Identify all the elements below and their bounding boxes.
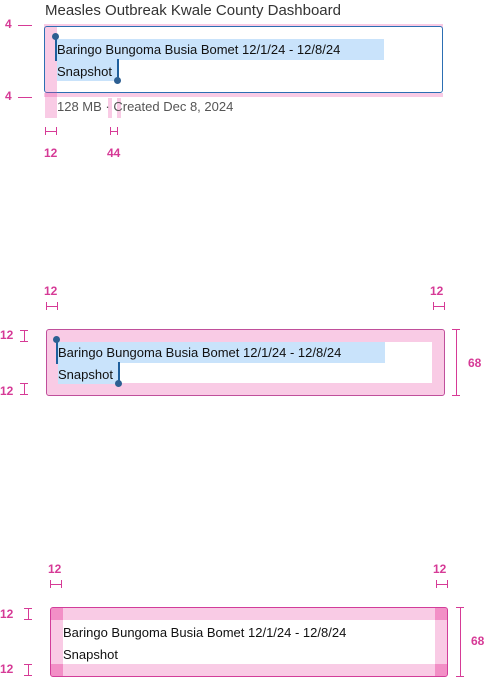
selection-start-handle[interactable] (53, 336, 60, 343)
left-padding-marker (45, 127, 57, 135)
padding-corner (435, 608, 447, 620)
height-label: 68 (471, 634, 485, 648)
page-title: Measles Outbreak Kwale County Dashboard (45, 2, 341, 19)
right-padding-marker (436, 580, 448, 588)
top-padding-label: 12 (0, 607, 14, 621)
selection-end-caret[interactable] (118, 362, 120, 383)
gap-highlight (117, 98, 121, 118)
bottom-padding-highlight (44, 93, 443, 97)
padding-corner (435, 664, 447, 676)
file-meta: 128 MB · Created Dec 8, 2024 (57, 99, 234, 114)
right-padding-label: 12 (433, 562, 447, 576)
padding-highlight-bottom (51, 664, 447, 676)
selection-end-handle[interactable] (115, 380, 122, 387)
left-padding-marker (50, 580, 62, 588)
height-label: 68 (468, 356, 482, 370)
padding-highlight-right (432, 342, 444, 383)
top-padding-label: 12 (0, 328, 14, 342)
left-padding-marker (46, 302, 58, 310)
height-marker (456, 607, 464, 677)
bottom-padding-marker (20, 383, 28, 395)
selection-start-caret[interactable] (55, 37, 57, 61)
height-marker (452, 329, 460, 396)
bottom-padding-marker (24, 664, 32, 676)
gap-marker (110, 127, 118, 135)
title-line-2[interactable]: Snapshot (57, 64, 112, 79)
text-selection (57, 60, 118, 81)
text-selection (58, 363, 119, 384)
left-padding-label: 12 (48, 562, 62, 576)
padding-highlight-right (435, 620, 447, 664)
gap-label: 44 (107, 146, 121, 160)
left-padding-highlight (45, 27, 57, 118)
selection-end-caret[interactable] (117, 59, 119, 80)
title-line-2: Snapshot (63, 647, 118, 662)
right-padding-marker (433, 302, 445, 310)
padding-corner (51, 608, 63, 620)
selection-start-caret[interactable] (56, 340, 58, 364)
bottom-gap-marker (18, 97, 32, 98)
selection-start-handle[interactable] (52, 33, 59, 40)
title-line-1[interactable]: Baringo Bungoma Busia Bomet 12/1/24 - 12… (58, 345, 342, 360)
padding-highlight-top (51, 608, 447, 620)
left-padding-label: 12 (44, 284, 58, 298)
top-padding-marker (24, 608, 32, 620)
top-gap-marker (18, 25, 32, 26)
left-padding-label: 12 (44, 146, 58, 160)
static-text-padded (50, 607, 448, 677)
top-padding-marker (20, 330, 28, 342)
title-line-1: Baringo Bungoma Busia Bomet 12/1/24 - 12… (63, 625, 347, 640)
text-selection (57, 39, 384, 60)
padding-highlight-left (51, 620, 63, 664)
selection-end-handle[interactable] (114, 77, 121, 84)
padding-highlight-top (47, 330, 444, 342)
title-line-1[interactable]: Baringo Bungoma Busia Bomet 12/1/24 - 12… (57, 42, 341, 57)
bottom-gap-label: 4 (5, 89, 12, 103)
text-selection (58, 342, 385, 363)
padding-highlight-bottom (47, 383, 444, 395)
bottom-padding-label: 12 (0, 662, 14, 676)
bottom-padding-label: 12 (0, 384, 14, 398)
gap-highlight (108, 98, 112, 118)
padding-corner (51, 664, 63, 676)
title-line-2[interactable]: Snapshot (58, 367, 113, 382)
right-padding-label: 12 (430, 284, 444, 298)
top-gap-label: 4 (5, 17, 12, 31)
